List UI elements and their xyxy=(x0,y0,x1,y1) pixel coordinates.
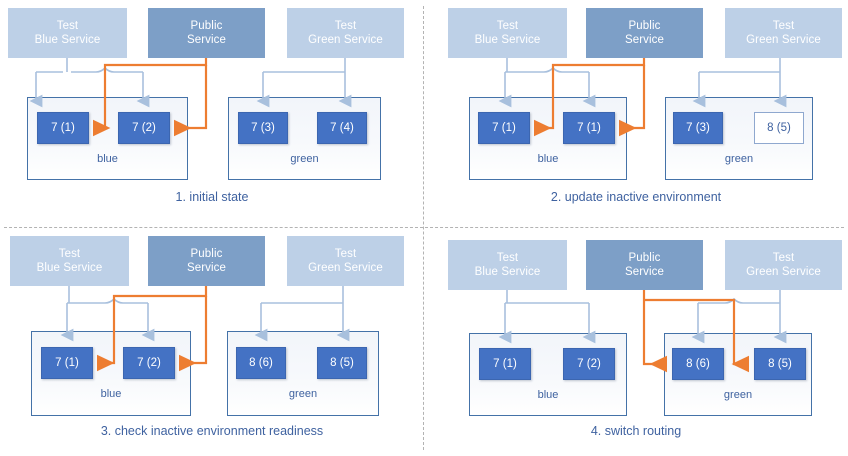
blue-instance-2[interactable]: 7 (1) xyxy=(563,112,615,144)
test-blue-service-box[interactable]: Test Blue Service xyxy=(448,240,567,290)
green-environment-label: green xyxy=(724,153,754,165)
test-blue-service-box[interactable]: Test Blue Service xyxy=(448,8,567,58)
panel-3-caption: 3. check inactive environment readiness xyxy=(100,424,324,438)
public-service-box[interactable]: Public Service xyxy=(148,8,265,58)
test-green-service-box[interactable]: Test Green Service xyxy=(287,8,404,58)
panel-2: Test Blue Service Public Service Test Gr… xyxy=(424,0,848,228)
green-instance-1[interactable]: 8 (6) xyxy=(672,348,724,380)
public-routing-connector xyxy=(96,286,208,372)
green-instance-2[interactable]: 8 (5) xyxy=(754,348,806,380)
green-instance-2[interactable]: 7 (4) xyxy=(317,112,367,144)
test-green-connector xyxy=(692,58,787,108)
panel-3: Test Blue Service Public Service Test Gr… xyxy=(0,228,424,456)
blue-environment-label: blue xyxy=(537,389,559,401)
vertical-divider xyxy=(423,6,424,450)
blue-instance-2[interactable]: 7 (2) xyxy=(118,112,170,144)
public-routing-connector xyxy=(533,58,646,137)
public-service-box[interactable]: Public Service xyxy=(586,240,703,290)
green-environment-label: green xyxy=(290,153,319,165)
public-service-box[interactable]: Public Service xyxy=(586,8,703,58)
green-instance-1[interactable]: 8 (6) xyxy=(236,347,286,379)
horizontal-divider xyxy=(4,227,844,228)
public-routing-connector xyxy=(642,290,750,373)
panel-4: Test Blue Service Public Service Test Gr… xyxy=(424,228,848,456)
blue-environment-label: blue xyxy=(97,153,118,165)
blue-instance-1[interactable]: 7 (1) xyxy=(37,112,89,144)
test-green-service-box[interactable]: Test Green Service xyxy=(725,240,842,290)
connector-layer xyxy=(60,286,350,372)
green-instance-1[interactable]: 7 (3) xyxy=(673,112,723,144)
test-green-service-box[interactable]: Test Green Service xyxy=(725,8,842,58)
blue-instance-2[interactable]: 7 (2) xyxy=(563,348,615,380)
green-instance-2[interactable]: 8 (5) xyxy=(317,347,367,379)
panel-1-caption: 1. initial state xyxy=(175,190,249,204)
green-instance-1[interactable]: 7 (3) xyxy=(238,112,288,144)
test-blue-service-box[interactable]: Test Blue Service xyxy=(10,236,129,286)
green-environment-label: green xyxy=(288,388,318,400)
test-green-service-box[interactable]: Test Green Service xyxy=(287,236,404,286)
panel-4-caption: 4. switch routing xyxy=(590,424,682,438)
blue-instance-1[interactable]: 7 (1) xyxy=(478,112,530,144)
test-blue-connector xyxy=(29,58,150,108)
public-routing-connector xyxy=(92,58,208,137)
test-green-connector xyxy=(256,58,352,108)
connector-layer xyxy=(498,290,787,373)
green-instance-2[interactable]: 8 (5) xyxy=(754,112,804,144)
test-green-connector xyxy=(691,290,787,344)
blue-environment-label: blue xyxy=(100,388,122,400)
blue-environment-label: blue xyxy=(537,153,559,165)
blue-instance-2[interactable]: 7 (2) xyxy=(123,347,175,379)
blue-instance-1[interactable]: 7 (1) xyxy=(479,348,531,380)
test-blue-connector xyxy=(498,290,596,344)
test-blue-connector xyxy=(60,286,155,342)
test-green-connector xyxy=(254,286,350,342)
green-environment-label: green xyxy=(723,389,753,401)
panel-2-caption: 2. update inactive environment xyxy=(550,190,722,204)
connector-layer xyxy=(29,58,352,137)
panel-1: Test Blue Service Public Service Test Gr… xyxy=(0,0,424,228)
test-blue-service-box[interactable]: Test Blue Service xyxy=(8,8,127,58)
blue-instance-1[interactable]: 7 (1) xyxy=(41,347,93,379)
connector-layer xyxy=(498,58,787,137)
public-service-box[interactable]: Public Service xyxy=(148,236,265,286)
